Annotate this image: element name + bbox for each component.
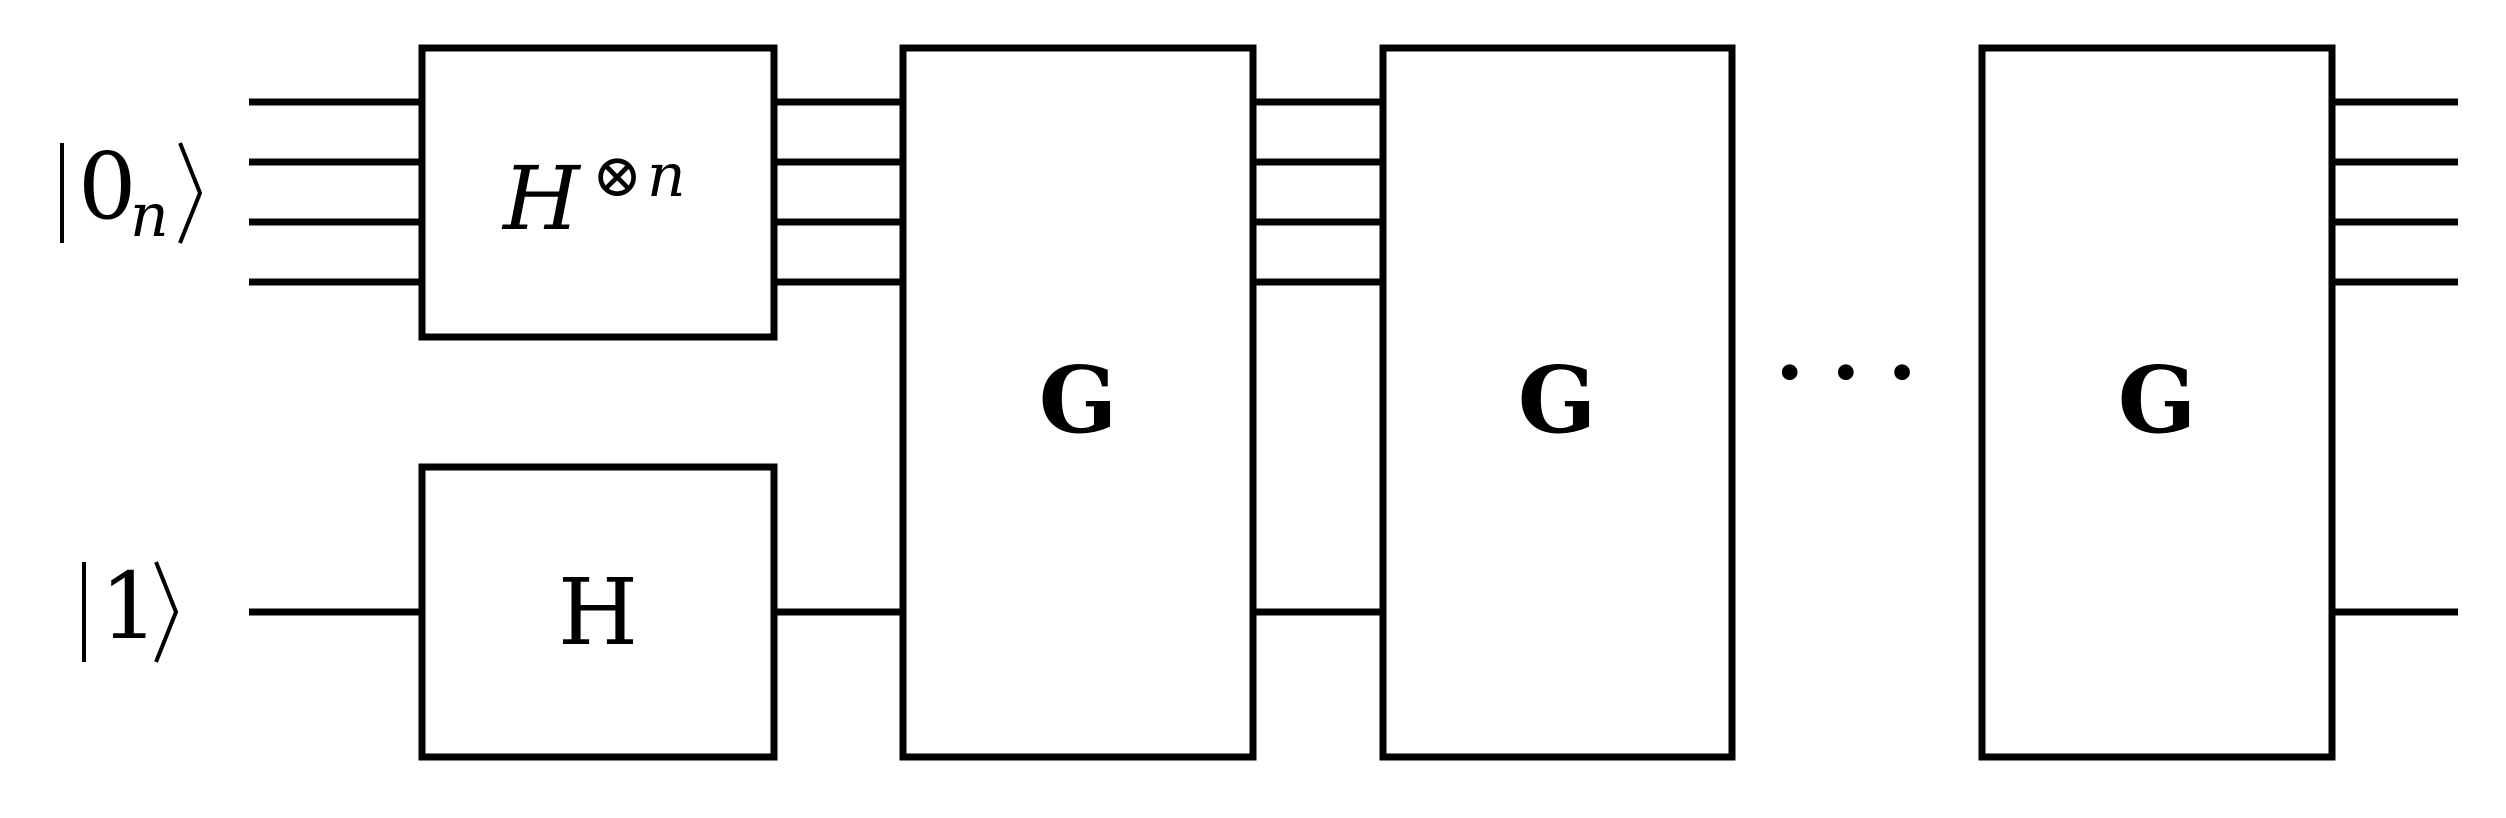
gate-hadamard-label: H	[558, 559, 638, 666]
gate-hadamard-tensor-n: H ⊗ n	[418, 44, 778, 341]
gate-grover-3: G	[1978, 44, 2336, 761]
gate-grover-label: G	[1518, 346, 1597, 454]
ket-register-subscript: n	[130, 181, 169, 251]
gate-hadamard-single: H	[418, 463, 778, 761]
ket-right-angle	[154, 561, 179, 663]
gate-box	[1978, 44, 2336, 761]
ket-ancilla-value: 1	[100, 553, 159, 660]
input-register-ket: 0 n	[60, 133, 203, 251]
gate-grover-2: G	[1379, 44, 1736, 761]
gate-hadamard-n-base: H	[501, 147, 582, 250]
gate-grover-label: G	[1039, 346, 1118, 454]
input-ancilla-ket: 1	[82, 553, 179, 663]
ket-right-angle	[178, 142, 203, 244]
gate-tensor-operator: ⊗	[592, 141, 642, 211]
ellipsis-dots: ···	[1771, 304, 1939, 443]
gate-grover-1: G	[899, 44, 1257, 761]
gate-box	[1379, 44, 1736, 761]
gate-box	[418, 44, 778, 341]
gate-hadamard-n-exponent: n	[647, 141, 686, 211]
gate-grover-label: G	[2118, 346, 2197, 454]
gate-box	[418, 463, 778, 761]
repetition-ellipsis: ···	[1771, 304, 1939, 443]
register-wires	[249, 98, 2458, 286]
ket-register-value: 0	[78, 133, 137, 240]
gate-box	[899, 44, 1257, 761]
